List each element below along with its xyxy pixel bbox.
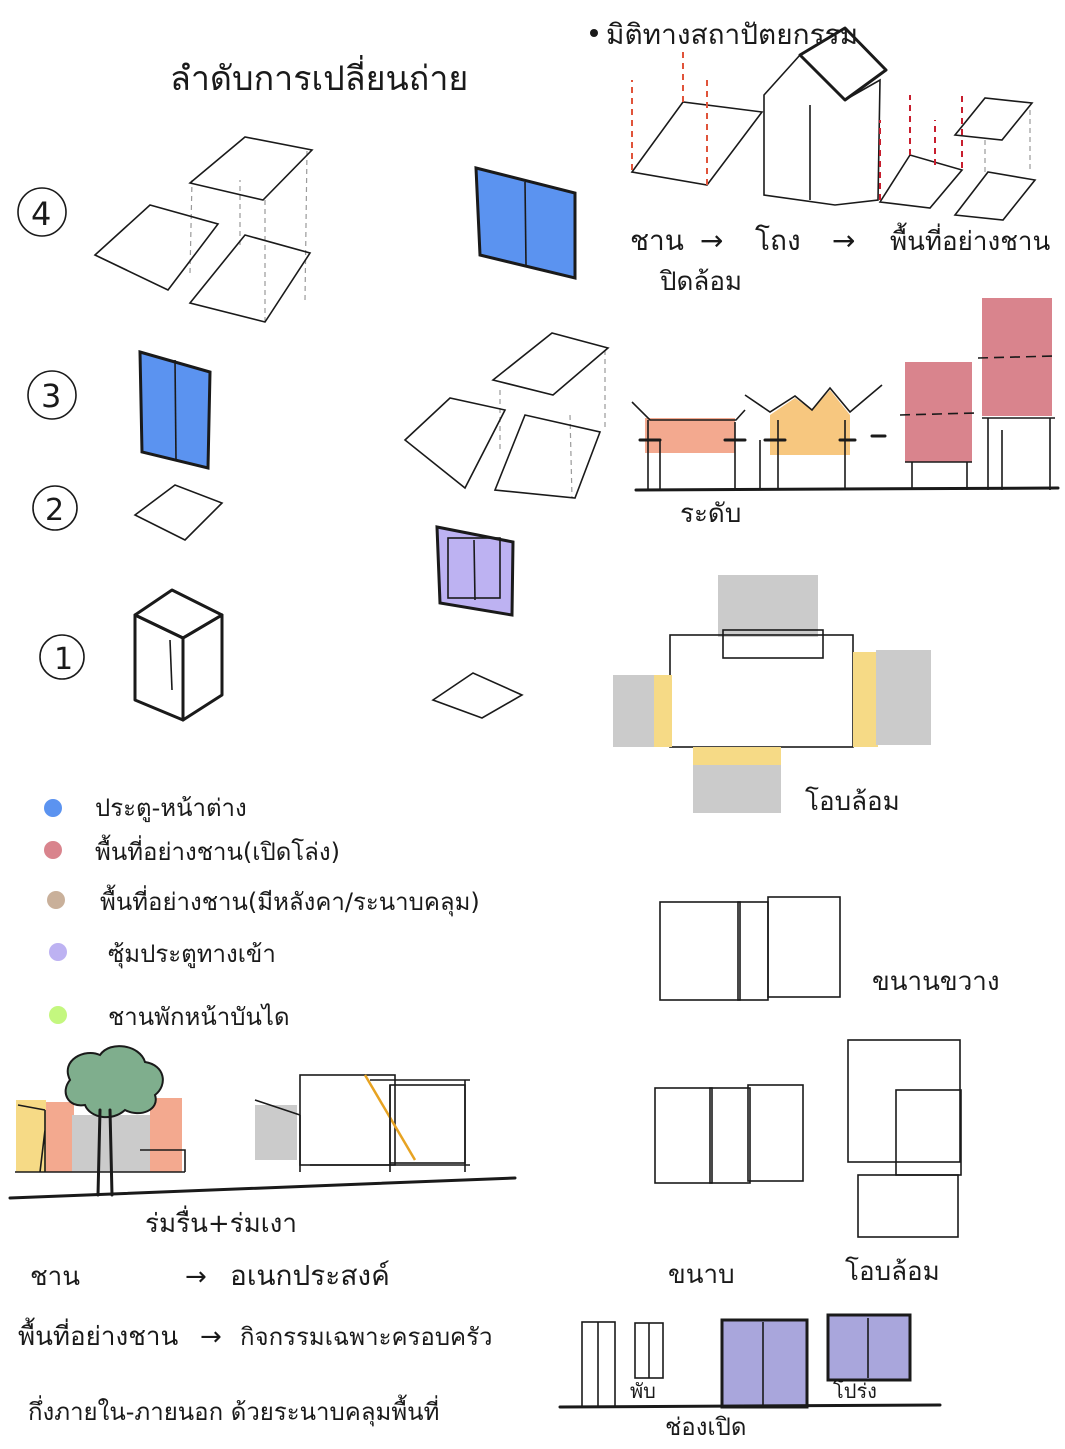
door-panel-upper	[474, 166, 577, 280]
step-1: 1	[54, 642, 73, 677]
legend-label-0: ประตู-หน้าต่าง	[95, 794, 247, 823]
flow-item-1: ชาน	[630, 224, 684, 257]
note-1-right: อเนกประสงค์	[230, 1259, 390, 1292]
middle-planes	[403, 332, 610, 499]
plan-parallel	[659, 896, 841, 1001]
tree-section	[8, 1045, 517, 1200]
openings	[558, 1313, 942, 1409]
legend-label-2: พื้นที่อย่างชาน(มีหลังคา/ระนาบคลุม)	[100, 884, 480, 917]
tree-icon	[64, 1045, 164, 1119]
tan-plane-bottom	[188, 234, 312, 323]
tree-caption: ร่มรื่น+ร่มเงา	[145, 1205, 297, 1239]
legend: ประตู-หน้าต่าง พื้นที่อย่างชาน(เปิดโล่ง)…	[44, 794, 480, 1031]
plan-label-enclose-2: โอบล้อม	[845, 1256, 940, 1287]
plan-label-enclose: โอบล้อม	[805, 786, 900, 817]
page-title: ลำดับการเปลี่ยนถ่าย	[170, 55, 468, 99]
legend-label-3: ซุ้มประตูทางเข้า	[108, 940, 276, 969]
legend-dot-blue	[44, 799, 62, 817]
flow-item-2: โถง	[755, 224, 801, 257]
level-label: ระดับ	[680, 499, 741, 529]
flow-arrow-2: →	[832, 224, 855, 257]
landing-plane-middle	[431, 672, 524, 719]
dimension-sketch	[630, 26, 1037, 221]
level-section	[631, 298, 1060, 492]
flow-sub: ปิดล้อม	[659, 267, 742, 297]
step-markers: 4 3 2 1	[17, 187, 85, 680]
notes: ชาน → อเนกประสงค์ พื้นที่อย่างชาน → กิจก…	[18, 1259, 492, 1427]
plan-flank	[654, 1084, 804, 1184]
red-plane	[93, 204, 220, 292]
plan-enclose	[613, 575, 931, 813]
plan-label-flank: ขนาบ	[668, 1260, 735, 1290]
note-2-arrow: →	[200, 1322, 222, 1352]
opening-label-transparent: โปร่ง	[833, 1379, 877, 1403]
legend-label-1: พื้นที่อย่างชาน(เปิดโล่ง)	[95, 834, 340, 866]
step-2: 2	[45, 493, 64, 528]
flow-arrow-1: →	[700, 224, 723, 257]
plan-enclose-2	[847, 1039, 962, 1238]
legend-dot-lavender	[49, 943, 67, 961]
landing-plane-step2	[133, 484, 224, 541]
note-1-left: ชาน	[30, 1262, 80, 1292]
legend-dot-tan	[47, 891, 65, 909]
note-1-arrow: →	[185, 1262, 207, 1292]
note-2-right: กิจกรรมเฉพาะครอบครัว	[240, 1323, 492, 1351]
step-4: 4	[31, 195, 51, 233]
flow-text: ชาน → โถง → พื้นที่อย่างชาน ปิดล้อม	[630, 222, 1050, 297]
plan-label-parallel: ขนานขวาง	[872, 967, 1000, 997]
door-panel-step3	[138, 349, 212, 470]
legend-dot-red	[44, 841, 62, 859]
opening-label-fold: พับ	[630, 1379, 656, 1403]
step4-planes	[93, 136, 314, 323]
flow-item-3: พื้นที่อย่างชาน	[890, 222, 1050, 257]
tan-plane-top	[188, 136, 314, 201]
note-2-left: พื้นที่อย่างชาน	[18, 1317, 178, 1352]
legend-label-4: ชานพักหน้าบันได	[108, 1003, 290, 1031]
step-3: 3	[41, 377, 61, 415]
opening-caption: ช่องเปิด	[665, 1413, 746, 1441]
top-right-title: มิติทางสถาปัตยกรรม	[606, 18, 858, 51]
legend-dot-lime	[49, 1006, 67, 1024]
gate-frame-middle	[435, 525, 515, 617]
gate-box-step1	[133, 588, 224, 722]
note-3-left: กึ่งภายใน-ภายนอก ด้วยระนาบคลุมพื้นที่	[28, 1394, 439, 1427]
